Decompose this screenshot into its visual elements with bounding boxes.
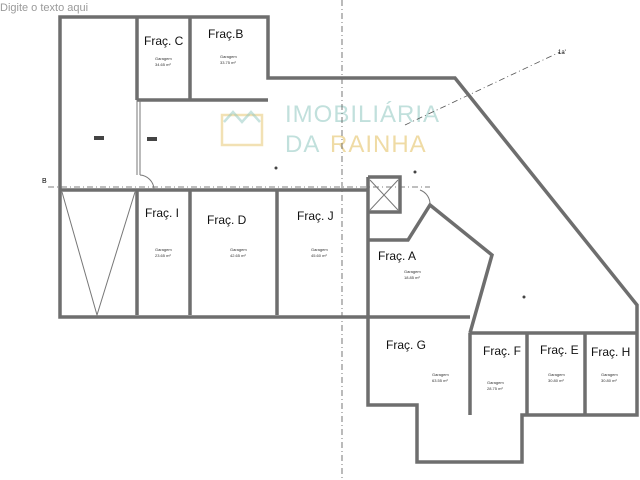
- unit-d[interactable]: Fraç. D Garagem 42.65 m²: [207, 213, 247, 258]
- svg-text:18.85 m²: 18.85 m²: [404, 275, 420, 280]
- svg-text:Garagem: Garagem: [220, 54, 237, 59]
- unit-g[interactable]: Fraç. G Garagem 63.55 m²: [386, 338, 449, 383]
- svg-text:Garagem: Garagem: [601, 372, 618, 377]
- unit-label: Fraç. A: [378, 249, 416, 263]
- svg-text:Garagem: Garagem: [155, 56, 172, 61]
- unit-j[interactable]: Fraç. J Garagem 45.60 m²: [297, 209, 334, 258]
- svg-text:Garagem: Garagem: [487, 380, 504, 385]
- svg-text:34.65 m²: 34.65 m²: [155, 62, 171, 67]
- unit-h[interactable]: Fraç. H Garagem 30.80 m²: [591, 345, 630, 383]
- watermark-line1: IMOBILIÁRIA: [285, 101, 440, 128]
- svg-text:30.80 m²: 30.80 m²: [548, 378, 564, 383]
- watermark-line2-b: RAINHA: [330, 131, 427, 158]
- svg-text:Garagem: Garagem: [404, 269, 421, 274]
- interior-walls: [60, 17, 637, 415]
- unit-c[interactable]: Fraç. C Garagem 34.65 m²: [144, 34, 184, 67]
- unit-label: Fraç. I: [145, 206, 179, 220]
- unit-i[interactable]: Fraç. I Garagem 23.65 m²: [145, 206, 179, 258]
- unit-label: Fraç. D: [207, 213, 247, 227]
- svg-text:Garagem: Garagem: [432, 372, 449, 377]
- svg-text:33.75 m²: 33.75 m²: [220, 60, 236, 65]
- unit-label: Fraç. G: [386, 338, 426, 352]
- svg-text:63.55 m²: 63.55 m²: [432, 378, 448, 383]
- text-placeholder-hint[interactable]: Digite o texto aqui: [0, 2, 89, 14]
- unit-label: Fraç. F: [483, 344, 521, 358]
- svg-text:23.65 m²: 23.65 m²: [155, 253, 171, 258]
- axis-line-diagonal: [404, 51, 561, 126]
- unit-label: Fraç. C: [144, 34, 184, 48]
- unit-label: Fraç. E: [540, 343, 579, 357]
- unit-e[interactable]: Fraç. E Garagem 30.80 m²: [540, 343, 579, 383]
- svg-text:Garagem: Garagem: [155, 247, 172, 252]
- svg-text:28.75 m²: 28.75 m²: [487, 386, 503, 391]
- unit-label: Fraç. H: [591, 345, 630, 359]
- unit-b[interactable]: Fraç.B Garagem 33.75 m²: [208, 27, 243, 65]
- unit-label: Fraç.B: [208, 27, 243, 41]
- unit-f[interactable]: Fraç. F Garagem 28.75 m²: [483, 344, 521, 391]
- watermark-line2-a: DA: [285, 131, 320, 158]
- svg-text:Garagem: Garagem: [230, 247, 247, 252]
- svg-text:Garagem: Garagem: [548, 372, 565, 377]
- outer-wall: [58, 15, 639, 464]
- unit-label: Fraç. J: [297, 209, 334, 223]
- unit-a[interactable]: Fraç. A Garagem 18.85 m²: [378, 249, 421, 280]
- watermark-logo: IMOBILIÁRIA DA RAINHA: [220, 101, 440, 158]
- svg-text:Garagem: Garagem: [311, 247, 328, 252]
- axis-label-top-right: 1a': [558, 50, 566, 56]
- axis-label-b: B: [42, 178, 47, 185]
- svg-text:45.60 m²: 45.60 m²: [311, 253, 327, 258]
- svg-text:30.80 m²: 30.80 m²: [601, 378, 617, 383]
- svg-text:42.65 m²: 42.65 m²: [230, 253, 246, 258]
